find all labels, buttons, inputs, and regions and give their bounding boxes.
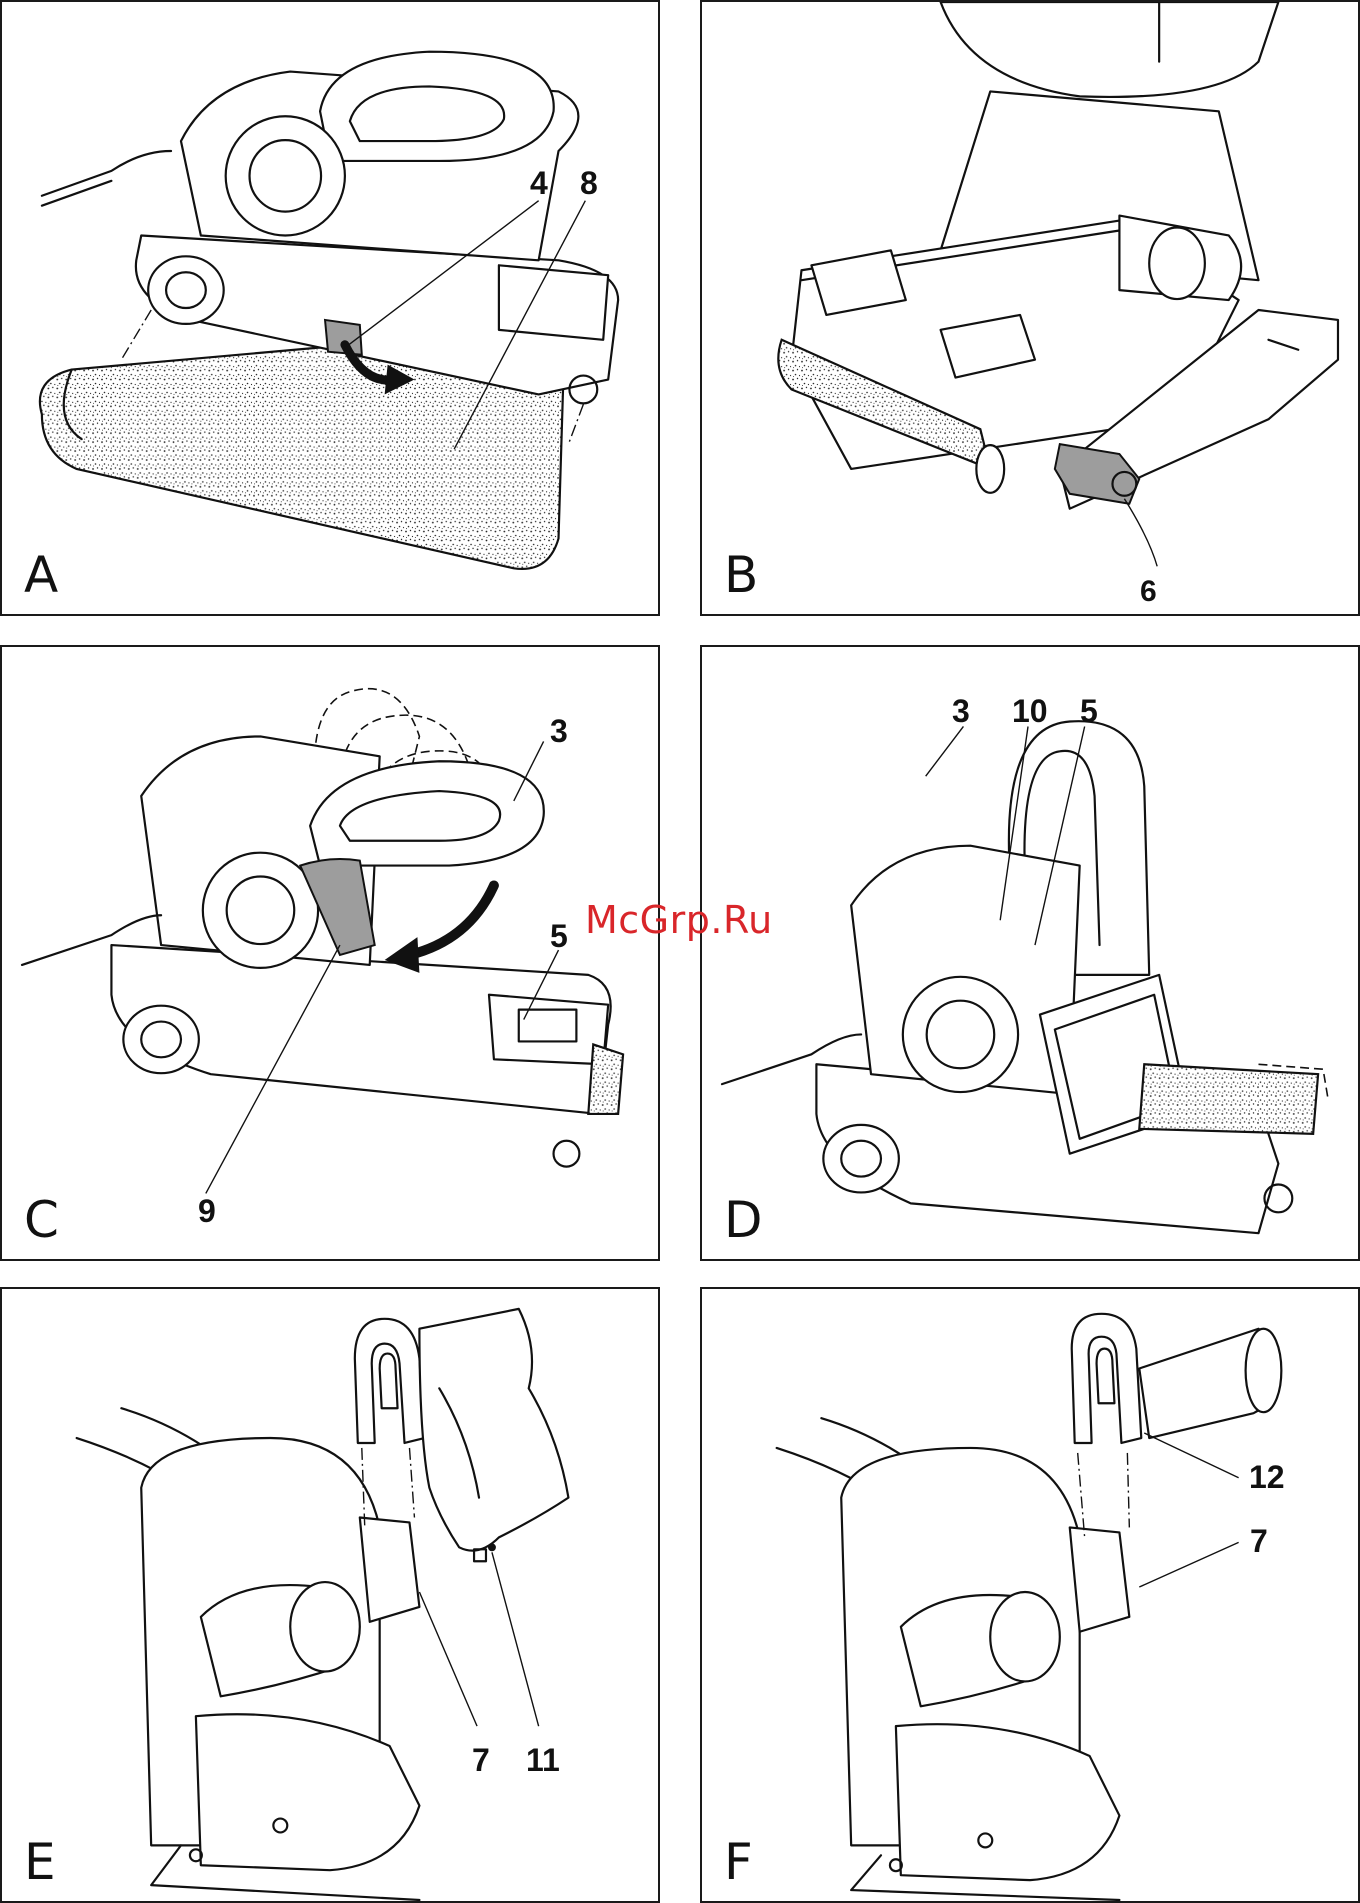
callout-7: 7 xyxy=(1250,1525,1268,1557)
callout-9: 9 xyxy=(198,1195,216,1227)
panel-a: 4 8 A xyxy=(0,0,660,616)
panel-d: 3 10 5 D xyxy=(700,645,1360,1261)
panel-letter-e: E xyxy=(24,1837,56,1887)
callout-11: 11 xyxy=(526,1744,560,1776)
panel-c: 3 5 9 C xyxy=(0,645,660,1261)
watermark: McGrp.Ru xyxy=(585,898,773,942)
callout-3: 3 xyxy=(952,695,970,727)
callout-5: 5 xyxy=(1080,695,1098,727)
callout-7: 7 xyxy=(472,1744,490,1776)
callout-5: 5 xyxy=(550,920,568,952)
panel-letter-b: B xyxy=(724,550,758,600)
callout-12: 12 xyxy=(1249,1461,1285,1493)
panel-letter-d: D xyxy=(724,1195,763,1245)
panel-d-illustration xyxy=(702,647,1358,1259)
panel-a-illustration xyxy=(2,2,658,614)
panel-f-illustration xyxy=(702,1289,1358,1901)
panel-letter-c: C xyxy=(24,1195,59,1245)
callout-8: 8 xyxy=(580,167,598,199)
panel-e-illustration xyxy=(2,1289,658,1901)
panel-e: 7 11 E xyxy=(0,1287,660,1903)
callout-4: 4 xyxy=(530,167,548,199)
callout-6: 6 xyxy=(1140,577,1157,607)
panel-f: 12 7 F xyxy=(700,1287,1360,1903)
panel-b-illustration xyxy=(702,2,1358,614)
callout-10: 10 xyxy=(1012,695,1048,727)
panel-letter-f: F xyxy=(724,1837,753,1887)
callout-3: 3 xyxy=(550,715,568,747)
panel-b: 6 B xyxy=(700,0,1360,616)
panel-letter-a: A xyxy=(24,550,58,600)
